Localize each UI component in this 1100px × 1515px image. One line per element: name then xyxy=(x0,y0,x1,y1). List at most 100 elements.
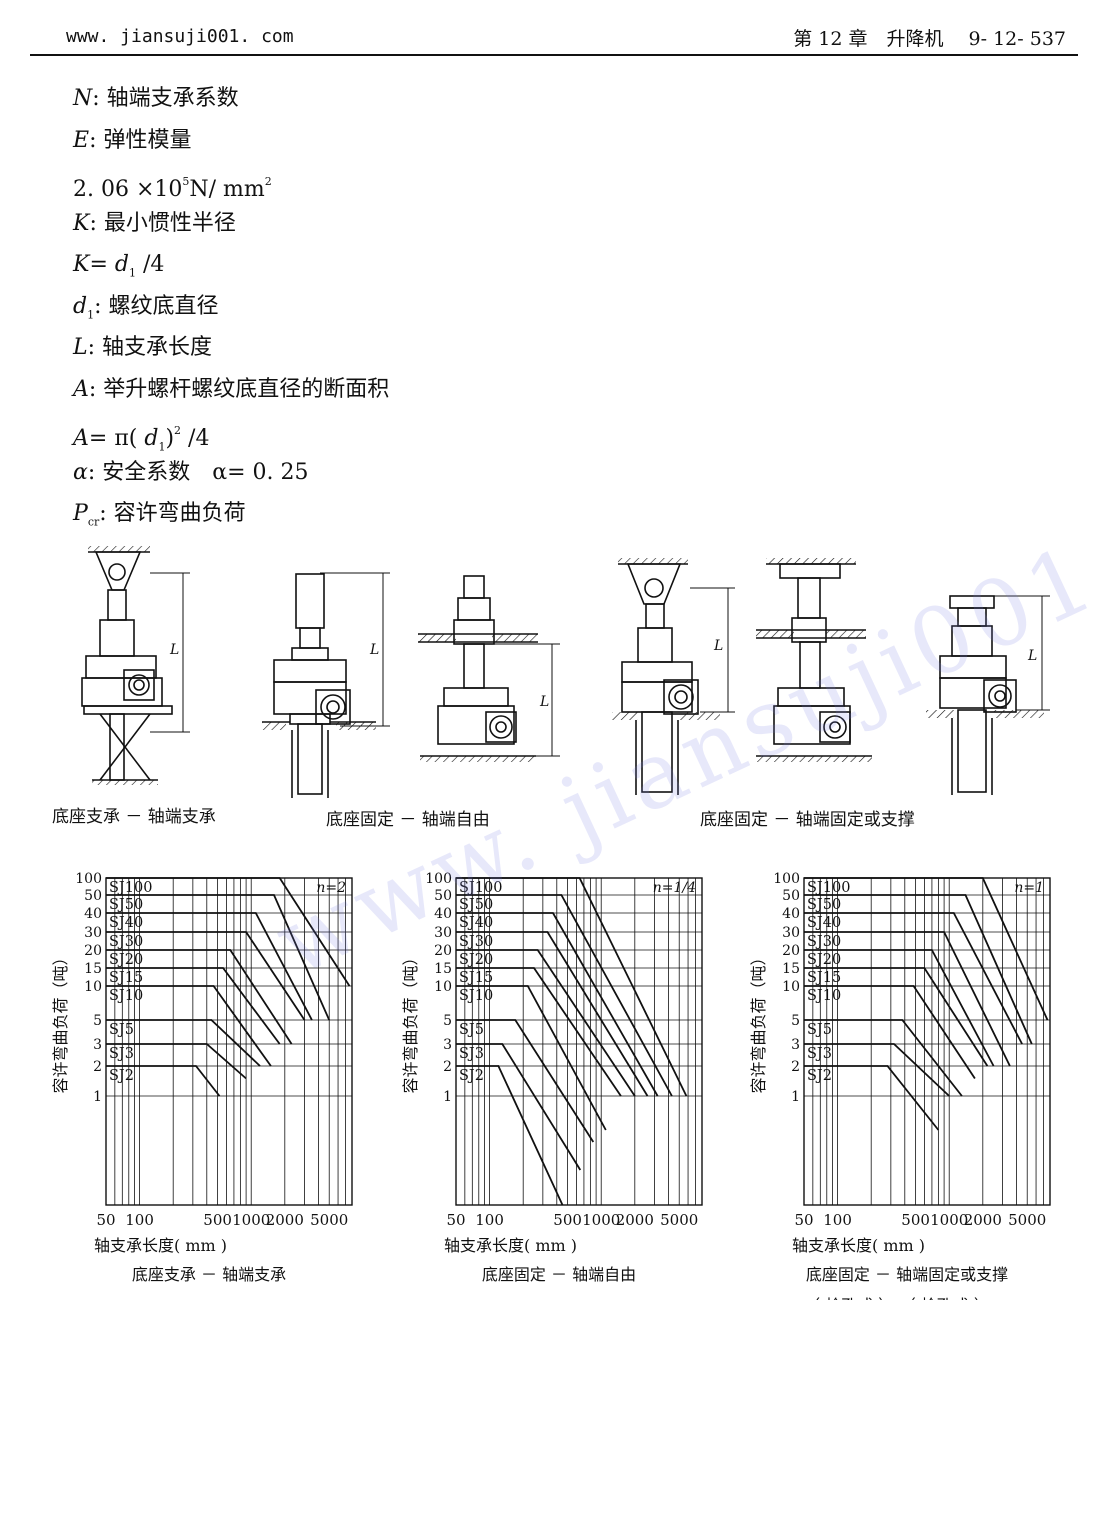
chart-caption: 底座固定 － 轴端自由 xyxy=(482,1265,636,1284)
def-k: K: 最小惯性半径 xyxy=(73,210,236,236)
y-tick-label: 100 xyxy=(75,871,102,887)
series-line-sj10 xyxy=(106,985,272,1067)
x-tick-label: 50 xyxy=(794,1211,813,1229)
series-label-sj15: SJ15 xyxy=(459,970,493,986)
y-tick-label: 30 xyxy=(782,925,800,941)
n-coefficient-label: n=1 xyxy=(1014,880,1044,896)
series-label-sj2: SJ2 xyxy=(459,1068,484,1084)
y-tick-label: 100 xyxy=(773,871,800,887)
x-tick-label: 5000 xyxy=(310,1211,348,1229)
dim-label-6: L xyxy=(1027,648,1037,664)
series-line-sj2 xyxy=(804,1065,940,1131)
series-label-sj10: SJ10 xyxy=(109,988,143,1004)
def-n: N: 轴端支承系数 xyxy=(73,86,239,111)
series-line-sj50 xyxy=(106,894,331,1021)
y-tick-label: 10 xyxy=(434,979,452,995)
series-line-sj20 xyxy=(804,949,995,1067)
series-line-sj10 xyxy=(804,985,976,1079)
series-line-sj15 xyxy=(804,967,989,1067)
x-axis-title: 轴支承长度( mm ) xyxy=(444,1236,577,1255)
series-line-sj30 xyxy=(456,931,649,1097)
series-label-sj5: SJ5 xyxy=(109,1022,134,1038)
series-label-sj10: SJ10 xyxy=(807,988,841,1004)
y-tick-label: 15 xyxy=(434,961,452,977)
y-tick-label: 100 xyxy=(425,871,452,887)
y-tick-label: 50 xyxy=(434,888,452,904)
y-tick-label: 40 xyxy=(434,906,452,922)
series-label-sj3: SJ3 xyxy=(459,1046,484,1062)
figure-caption-1: 底座支承 － 轴端支承 xyxy=(52,807,216,827)
y-tick-label: 3 xyxy=(791,1037,800,1053)
series-label-sj30: SJ30 xyxy=(459,934,493,950)
series-label-sj100: SJ100 xyxy=(459,880,502,896)
series-line-sj20 xyxy=(106,949,293,1045)
x-tick-label: 500 xyxy=(203,1211,232,1229)
x-tick-label: 500 xyxy=(553,1211,582,1229)
def-e: E: 弹性模量 xyxy=(73,127,192,153)
x-tick-label: 50 xyxy=(446,1211,465,1229)
def-a-formula: A= π( d1)2 /4 xyxy=(73,424,210,454)
series-label-sj40: SJ40 xyxy=(807,915,841,931)
y-tick-label: 5 xyxy=(791,1013,800,1029)
series-label-sj15: SJ15 xyxy=(807,970,841,986)
x-tick-label: 2000 xyxy=(964,1211,1002,1229)
jack-diagram-4: L xyxy=(612,558,735,795)
def-a: A: 举升螺杆螺纹底直径的断面积 xyxy=(73,376,390,402)
header-rule xyxy=(30,54,1078,56)
def-k-formula: K= d1 /4 xyxy=(73,252,165,280)
x-tick-label: 100 xyxy=(823,1211,852,1229)
series-label-sj20: SJ20 xyxy=(459,952,493,968)
y-tick-label: 20 xyxy=(84,943,102,959)
chart-caption-sub: （ 栓孔式 ）-（ 栓孔式 ） xyxy=(804,1296,990,1300)
y-tick-label: 1 xyxy=(791,1089,800,1105)
series-line-sj10 xyxy=(456,985,607,1131)
series-label-sj3: SJ3 xyxy=(109,1046,134,1062)
x-tick-label: 1000 xyxy=(232,1211,270,1229)
series-label-sj20: SJ20 xyxy=(807,952,841,968)
y-tick-label: 40 xyxy=(84,906,102,922)
dim-label-4: L xyxy=(713,638,723,654)
series-line-sj100 xyxy=(106,877,351,987)
y-tick-label: 30 xyxy=(434,925,452,941)
figure-caption-3: 底座固定 － 轴端固定或支撑 xyxy=(700,810,915,830)
series-label-sj15: SJ15 xyxy=(109,970,143,986)
jack-diagram-6: L xyxy=(926,595,1050,795)
x-tick-label: 100 xyxy=(475,1211,504,1229)
jack-mounting-illustrations: L L L xyxy=(81,546,1050,798)
y-axis-title: 容许弯曲负荷（吨） xyxy=(401,949,420,1093)
jack-diagram-5 xyxy=(756,558,872,762)
series-line-sj40 xyxy=(804,912,1023,1045)
series-line-sj40 xyxy=(456,912,659,1097)
x-tick-label: 2000 xyxy=(266,1211,304,1229)
series-line-sj30 xyxy=(106,931,306,1021)
def-alpha: α: 安全系数 α= 0. 25 xyxy=(73,459,309,485)
y-tick-label: 3 xyxy=(443,1037,452,1053)
y-tick-label: 50 xyxy=(782,888,800,904)
x-tick-label: 5000 xyxy=(660,1211,698,1229)
series-label-sj40: SJ40 xyxy=(459,915,493,931)
y-axis-title: 容许弯曲负荷（吨） xyxy=(51,949,70,1093)
y-tick-label: 5 xyxy=(93,1013,102,1029)
figure-caption-2: 底座固定 － 轴端自由 xyxy=(326,810,490,830)
series-line-sj5 xyxy=(106,1019,261,1067)
series-label-sj10: SJ10 xyxy=(459,988,493,1004)
series-line-sj5 xyxy=(804,1019,963,1097)
n-coefficient-label: n=1/4 xyxy=(653,880,696,896)
n-coefficient-label: n=2 xyxy=(316,880,346,896)
series-label-sj30: SJ30 xyxy=(807,934,841,950)
x-tick-label: 2000 xyxy=(616,1211,654,1229)
chapter-header: 第 12 章 升降机 9- 12- 537 xyxy=(793,28,1066,50)
jack-diagram-2: L xyxy=(262,572,390,798)
y-axis-title: 容许弯曲负荷（吨） xyxy=(749,949,768,1093)
series-line-sj20 xyxy=(456,949,636,1097)
x-tick-label: 1000 xyxy=(930,1211,968,1229)
series-line-sj30 xyxy=(804,931,1011,1067)
dim-label-3: L xyxy=(539,694,549,710)
series-line-sj15 xyxy=(456,967,622,1097)
y-tick-label: 40 xyxy=(782,906,800,922)
series-line-sj100 xyxy=(804,877,1049,1021)
series-label-sj50: SJ50 xyxy=(807,897,841,913)
y-tick-label: 1 xyxy=(93,1089,102,1105)
series-label-sj3: SJ3 xyxy=(807,1046,832,1062)
